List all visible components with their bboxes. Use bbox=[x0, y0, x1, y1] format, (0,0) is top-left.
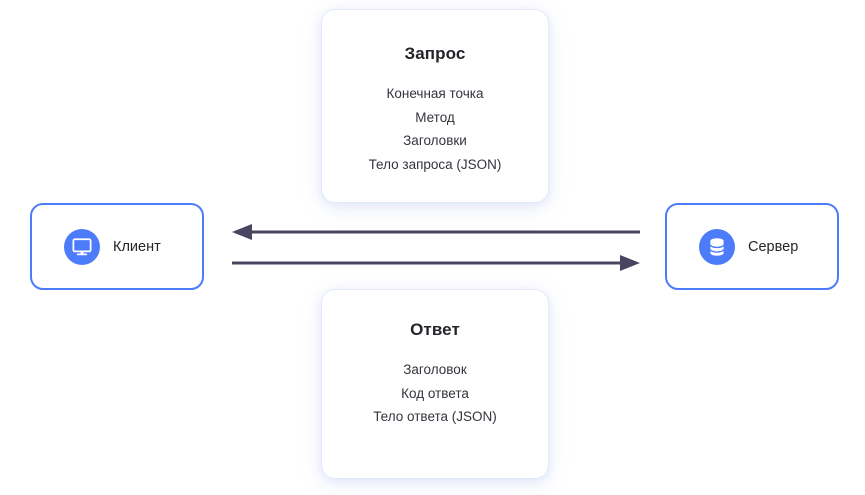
list-item: Тело запроса (JSON) bbox=[368, 156, 502, 172]
request-card-title: Запрос bbox=[404, 44, 466, 63]
list-item: Метод bbox=[415, 109, 455, 125]
list-item: Заголовок bbox=[403, 362, 467, 377]
database-icon bbox=[699, 228, 735, 265]
response-card: Ответ Заголовок Код ответа Тело ответа (… bbox=[322, 290, 548, 478]
list-item: Конечная точка bbox=[386, 86, 484, 101]
list-item: Код ответа bbox=[401, 385, 469, 401]
response-arrow bbox=[232, 224, 640, 240]
response-card-list: Заголовок Код ответа Тело ответа (JSON) bbox=[322, 358, 548, 429]
request-card-list: Конечная точка Метод Заголовки Тело запр… bbox=[322, 82, 548, 176]
server-node-label: Сервер bbox=[748, 238, 799, 255]
server-node[interactable]: Сервер bbox=[665, 203, 839, 290]
client-node-label: Клиент bbox=[113, 238, 161, 255]
list-item: Тело ответа (JSON) bbox=[373, 409, 497, 424]
client-node[interactable]: Клиент bbox=[30, 203, 204, 290]
request-arrow bbox=[232, 255, 640, 271]
list-item: Заголовки bbox=[403, 133, 467, 148]
response-card-title: Ответ bbox=[410, 320, 460, 339]
request-card: Запрос Конечная точка Метод Заголовки Те… bbox=[322, 10, 548, 202]
monitor-icon bbox=[64, 228, 100, 265]
